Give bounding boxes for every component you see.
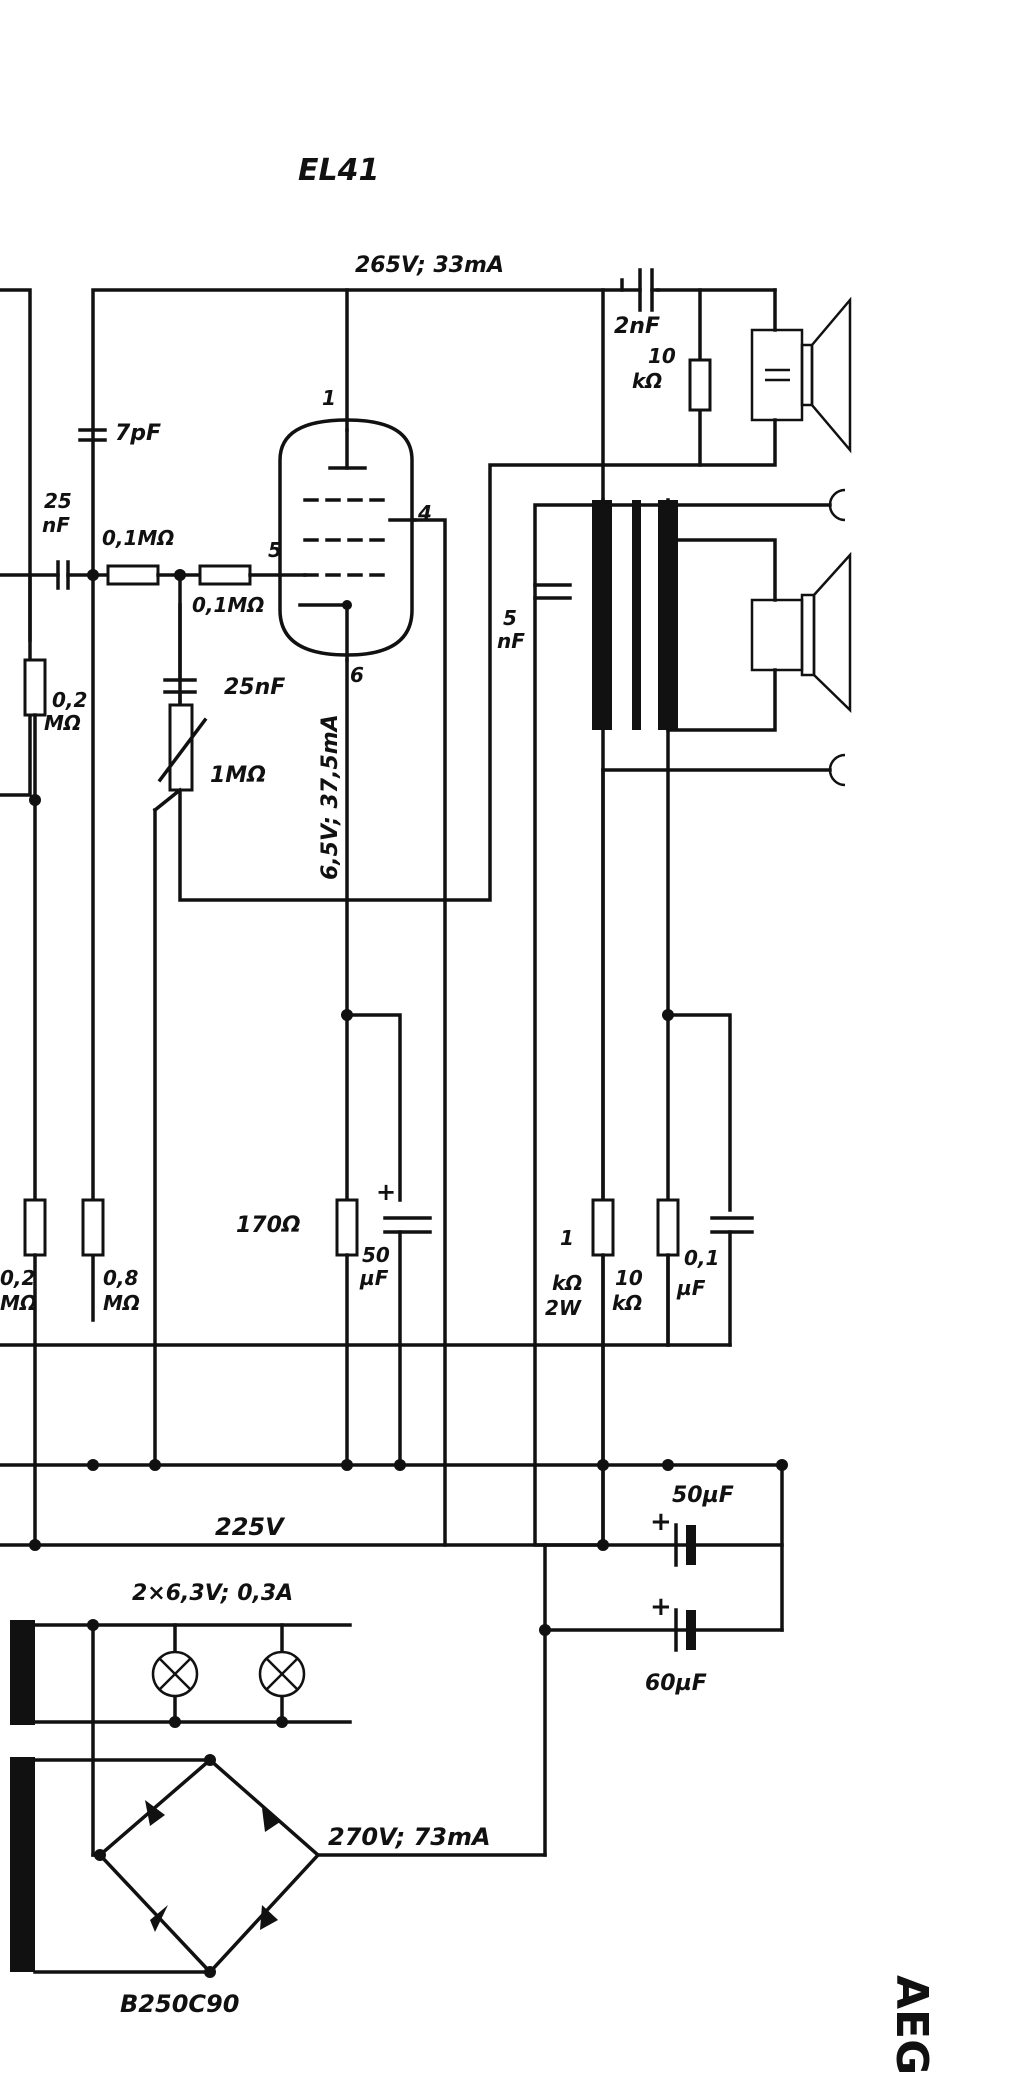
label-res-01m-a: 0,1MΩ — [102, 526, 174, 550]
speaker-woofer-icon — [750, 551, 852, 713]
label-cap-2nf: 2nF — [614, 314, 660, 339]
label-res-02m-b: MΩ — [44, 711, 81, 735]
junction-grid — [87, 569, 99, 581]
label-cap-7pf: 7pF — [115, 421, 161, 446]
speaker-tweeter-icon — [750, 296, 852, 454]
label-res-02m-bot-a: 0,2 — [0, 1266, 35, 1290]
junction-rail-1 — [87, 1459, 99, 1471]
junction-rail-10 — [539, 1624, 551, 1636]
label-res-10k-top-b: kΩ — [632, 369, 662, 393]
label-res-02m-bot-b: MΩ — [0, 1291, 37, 1315]
label-res-170: 170Ω — [236, 1213, 301, 1238]
junction-rail-5 — [597, 1459, 609, 1471]
junction-cathode — [341, 1009, 353, 1021]
label-pin-cathode: 6 — [350, 663, 364, 687]
label-cap-25nf-left-b: nF — [42, 513, 70, 537]
junction-rail-6 — [662, 1459, 674, 1471]
label-plus-c: + — [650, 1592, 672, 1622]
junction-bridge-top — [204, 1754, 216, 1766]
feedback-network — [0, 768, 754, 1547]
filter-capacitors — [674, 1523, 696, 1652]
label-anode-supply: 265V; 33mA — [355, 253, 504, 278]
label-plus-b: + — [650, 1507, 672, 1537]
label-res-10k-bot-a: 10 — [615, 1266, 643, 1290]
brand-label: AEG — [886, 1975, 937, 2075]
junction-rail-7 — [776, 1459, 788, 1471]
label-cap-5nf-b: nF — [497, 629, 525, 653]
tube-el41 — [278, 418, 417, 662]
junction-rail-3 — [341, 1459, 353, 1471]
label-res-1k-b: kΩ — [552, 1271, 582, 1295]
label-res-1k-a: 1 — [560, 1226, 574, 1250]
mains-transformer — [10, 1620, 352, 1974]
label-res-01m-b: 0,1MΩ — [192, 593, 264, 617]
label-cap-50uf-cath-b: µF — [359, 1266, 389, 1290]
top-supply-wiring — [0, 278, 777, 1547]
grid-input-network — [0, 428, 307, 1467]
label-supply-225: 225V — [215, 1513, 286, 1541]
label-cap-01uf-b: µF — [676, 1276, 706, 1300]
supply-rails — [0, 1463, 784, 1857]
output-transformer — [533, 498, 832, 1547]
label-res-02m-a: 0,2 — [52, 688, 87, 712]
junction-fb — [662, 1009, 674, 1021]
label-cap-25nf-left-a: 25 — [44, 489, 72, 513]
junction-bridge-bottom — [204, 1966, 216, 1978]
junction-lamp-3 — [276, 1716, 288, 1728]
label-cap-5nf-a: 5 — [503, 606, 517, 630]
speaker-jack-bottom — [828, 753, 846, 787]
label-tube: EL41 — [298, 153, 379, 188]
label-cathode-volt: 6,5V; 37,5mA — [318, 714, 343, 880]
junction-grid-2 — [174, 569, 186, 581]
label-res-1k-c: 2W — [545, 1296, 582, 1320]
label-pin-anode: 1 — [322, 386, 336, 410]
label-rect-out: 270V; 73mA — [328, 1823, 491, 1851]
capacitor-5nf — [533, 583, 572, 600]
label-cap-01uf-a: 0,1 — [684, 1246, 719, 1270]
cathode-circuit — [335, 658, 432, 1467]
label-cap-25nf-mid: 25nF — [224, 675, 285, 700]
pilot-lamps — [151, 1623, 306, 1724]
label-rectifier: B250C90 — [120, 1990, 239, 2018]
label-pin-grid: 5 — [268, 538, 282, 562]
label-pin-screen: 4 — [417, 501, 432, 525]
speaker-jack-top — [828, 488, 846, 522]
resistor-10k-top — [688, 358, 712, 412]
label-cap-50uf-filter: 50µF — [672, 1483, 734, 1508]
label-res-08m-a: 0,8 — [103, 1266, 139, 1290]
capacitor-2nf — [620, 268, 660, 312]
junction-bridge-left — [94, 1849, 106, 1861]
left-lower-resistors — [23, 798, 105, 1547]
label-cap-50uf-cath-a: 50 — [362, 1243, 390, 1267]
label-res-10k-bot-b: kΩ — [612, 1291, 642, 1315]
junction-rail-4 — [394, 1459, 406, 1471]
label-plus-a: + — [376, 1178, 396, 1206]
label-lamps: 2×6,3V; 0,3A — [132, 1581, 293, 1606]
junction-lamp-2 — [169, 1716, 181, 1728]
junction-rail-9 — [597, 1539, 609, 1551]
label-cap-60uf-filter: 60µF — [645, 1671, 707, 1696]
label-res-10k-top-a: 10 — [648, 344, 676, 368]
label-res-08m-b: MΩ — [103, 1291, 140, 1315]
junction-rail-8 — [29, 1539, 41, 1551]
junction-rail-2 — [149, 1459, 161, 1471]
label-pot-1m: 1MΩ — [210, 763, 266, 788]
